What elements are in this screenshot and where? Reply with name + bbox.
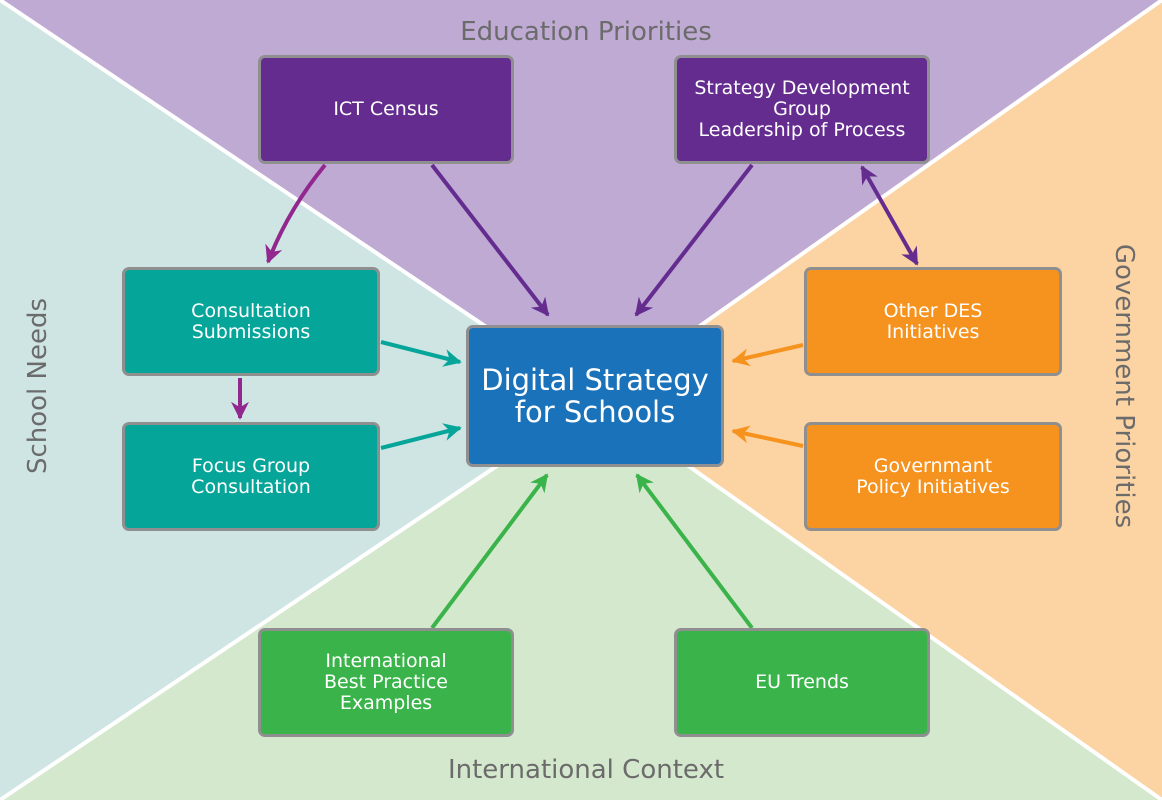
arrow-ict-census-to-consultation	[265, 163, 327, 264]
region-government-priorities	[595, 0, 1162, 800]
box-focus-group-consultation: Focus Group Consultation	[122, 422, 380, 531]
region-school-needs	[0, 0, 595, 800]
box-consultation-submissions: Consultation Submissions	[122, 267, 380, 376]
box-international-best-practice: International Best Practice Examples	[258, 628, 514, 737]
arrow-ict-census-to-center	[430, 163, 550, 317]
region-label-education-priorities: Education Priorities	[460, 17, 712, 47]
box-governmant-policy-initiatives: Governmant Policy Initiatives	[804, 422, 1062, 531]
box-digital-strategy-for-schools: Digital Strategy for Schools	[466, 325, 724, 467]
arrow-strategy-group-to-center	[634, 163, 754, 317]
box-ict-census: ICT Census	[258, 55, 514, 164]
arrow-other-des-to-center	[731, 343, 804, 367]
arrow-consultation-to-center	[380, 340, 462, 367]
arrow-intl-best-to-center	[430, 473, 549, 630]
arrow-focus-group-to-center	[380, 423, 462, 450]
box-strategy-development-group: Strategy Development Group Leadership of…	[674, 55, 930, 164]
box-other-des-initiatives: Other DES Initiatives	[804, 267, 1062, 376]
arrow-strategy-group-other-des	[860, 165, 919, 266]
region-label-international-context: International Context	[447, 755, 725, 785]
box-eu-trends: EU Trends	[674, 628, 930, 737]
arrow-gov-policy-to-center	[731, 425, 804, 448]
arrow-eu-trends-to-center	[635, 473, 754, 630]
